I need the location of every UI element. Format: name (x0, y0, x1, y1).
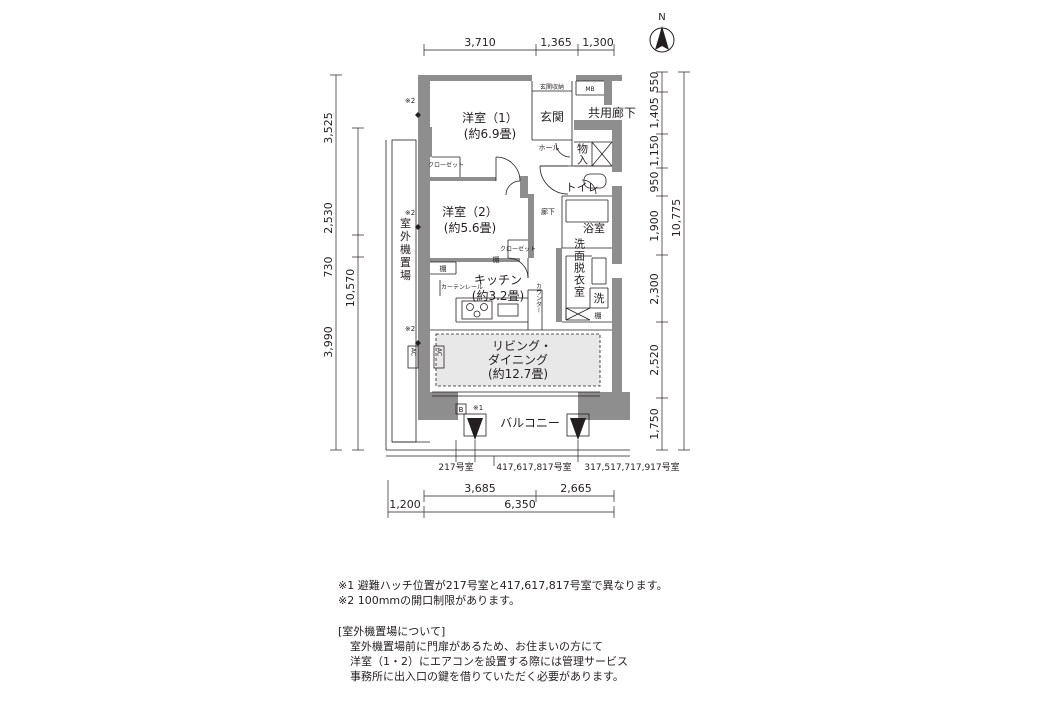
dim-left-2: 2,530 (322, 202, 335, 234)
corridor-label: 廊下 (541, 207, 555, 216)
note-1: ※1 避難ハッチ位置が217号室と417,617,817号室で異なります。 (338, 579, 668, 592)
unit-variant-317: 317,517,717,917号室 (584, 461, 679, 473)
living-area: (約12.7畳) (488, 366, 548, 381)
western-room-2-area: (約5.6畳) (444, 220, 496, 235)
unit-variant-417: 417,617,817号室 (496, 461, 571, 473)
b-label: B (459, 406, 464, 414)
outdoor-area-outline (385, 139, 630, 457)
outdoor-unit-note-line-2: 洋室（1・2）にエアコンを設置する際には管理サービス (350, 655, 628, 668)
top-dimension-line: 3,710 1,365 1,300 (423, 36, 615, 56)
wash-label: 洗 (594, 292, 605, 305)
mark2-label-1: ※2 (405, 97, 415, 105)
storage-label: 物入 (576, 142, 589, 165)
burner-icon (480, 303, 488, 311)
dim-right-6: 2,300 (648, 273, 661, 305)
ac-unit-indoor-icon (433, 345, 445, 369)
balcony-label: バルコニー (500, 416, 560, 430)
dim-right-4: 950 (648, 172, 661, 193)
balcony-features (407, 345, 590, 466)
bottom-dimension-lines: 3,685 2,665 1,200 6,350 (387, 480, 615, 518)
burner-icon (473, 310, 481, 318)
outdoor-unit-area-label: 室外機置場 (399, 216, 412, 282)
counter-label: カウンター (535, 283, 542, 313)
western-room-1-area: (約6.9畳) (464, 126, 516, 141)
curtain-rail-label: カーテンレール (441, 284, 483, 291)
outdoor-unit-note-line-1: 室外機置場前に門扉があるため、お住まいの方にて (350, 640, 603, 653)
dim-right-1: 550 (648, 72, 661, 93)
stove-icon (461, 300, 493, 320)
notes-section: ※1 避難ハッチ位置が217号室と417,617,817号室で異なります。 ※2… (338, 578, 668, 684)
dim-left-1: 3,525 (322, 112, 335, 144)
closet-1-label: クローゼット (428, 161, 464, 169)
dim-top-3: 1,300 (582, 36, 614, 49)
dim-left-4: 3,990 (322, 326, 335, 358)
hall-label: ホール (539, 144, 560, 152)
ac-label-indoor: AC (436, 348, 443, 356)
dim-bottom-2: 2,665 (560, 482, 592, 495)
unit-variant-labels: 217号室 417,617,817号室 317,517,717,917号室 (438, 461, 679, 473)
burner-icon (466, 303, 474, 311)
dim-right-2: 1,405 (648, 97, 661, 129)
dim-bottom-4: 6,350 (504, 498, 536, 511)
dim-top-1: 3,710 (464, 36, 496, 49)
dim-bottom-1: 3,685 (464, 482, 496, 495)
kitchen-area: (約3.2畳) (472, 288, 524, 303)
fixtures (461, 173, 607, 320)
dim-top-2: 1,365 (540, 36, 572, 49)
note-2: ※2 100mmの開口制限があります。 (338, 594, 521, 607)
shelf-2-label: 棚 (493, 255, 500, 264)
b-box (455, 403, 467, 415)
mark-diamond-icon (415, 224, 421, 230)
compass-label: N (658, 12, 665, 23)
interior-lines (430, 80, 613, 397)
mark2-label-3: ※2 (405, 325, 415, 333)
mark-diamond-icon (415, 340, 421, 346)
mark2-label-2: ※2 (405, 209, 415, 217)
dim-right-8: 1,750 (648, 408, 661, 440)
room-labels: 洋室（1） (約6.9畳) 洋室（2） (約5.6畳) キッチン (約3.2畳)… (399, 105, 637, 430)
mark-diamond-icon (415, 112, 421, 118)
bath-label: 浴室 (583, 221, 605, 235)
living-dining-area (435, 333, 601, 387)
kitchen-sink-icon (497, 303, 519, 317)
outdoor-unit-note-line-3: 事務所に出入口の鍵を借りていただく必要があります。 (350, 670, 624, 683)
shoe-closet-label: 玄関収納 (540, 83, 564, 91)
dim-right-total: 10,775 (670, 199, 683, 238)
shelf-3-label: 棚 (595, 311, 602, 320)
north-compass: N (649, 12, 675, 53)
unit-variant-217: 217号室 (438, 461, 473, 473)
closet-2-label: クローゼット (500, 245, 536, 253)
dim-bottom-3: 1,200 (389, 498, 421, 511)
outdoor-unit-heading: [室外機置場について] (338, 625, 446, 638)
left-dimension-lines: 3,525 2,530 730 3,990 10,570 (322, 74, 364, 451)
dim-left-total: 10,570 (344, 269, 357, 308)
entrance-label: 玄関 (540, 109, 564, 124)
mark1-label: ※1 (473, 404, 483, 412)
evacuation-hatch-alt-icon (570, 418, 586, 440)
dressing-room-label: 洗面脱衣室 (573, 238, 586, 298)
common-corridor-label: 共用廊下 (588, 105, 636, 120)
north-arrow-icon (655, 26, 669, 50)
toilet-icon (583, 173, 607, 189)
dim-right-7: 2,520 (648, 344, 661, 376)
ac-unit-outdoor-icon (407, 345, 419, 369)
western-room-2-label: 洋室（2） (442, 204, 498, 219)
toilet-label: トイレ (566, 181, 599, 194)
dim-left-3: 730 (322, 257, 335, 278)
evacuation-hatch-icon (467, 418, 483, 440)
western-room-1-label: 洋室（1） (462, 110, 518, 125)
living-label-2: ダイニング (488, 352, 548, 367)
mb-label: MB (585, 86, 594, 93)
dim-right-5: 1,900 (648, 210, 661, 242)
kitchen-label: キッチン (474, 273, 522, 287)
right-dimension-lines: 550 1,405 1,150 950 1,900 2,300 2,520 1,… (648, 72, 690, 451)
dim-right-3: 1,150 (648, 135, 661, 167)
ac-label-outdoor: AC (410, 348, 417, 356)
small-labels: 玄関収納 MB クローゼット クローゼット 棚 棚 棚 カーテンレール カウンタ… (405, 83, 605, 414)
living-label-1: リビング・ (492, 339, 552, 353)
shelf-1-label: 棚 (440, 264, 447, 273)
walls (418, 75, 630, 420)
